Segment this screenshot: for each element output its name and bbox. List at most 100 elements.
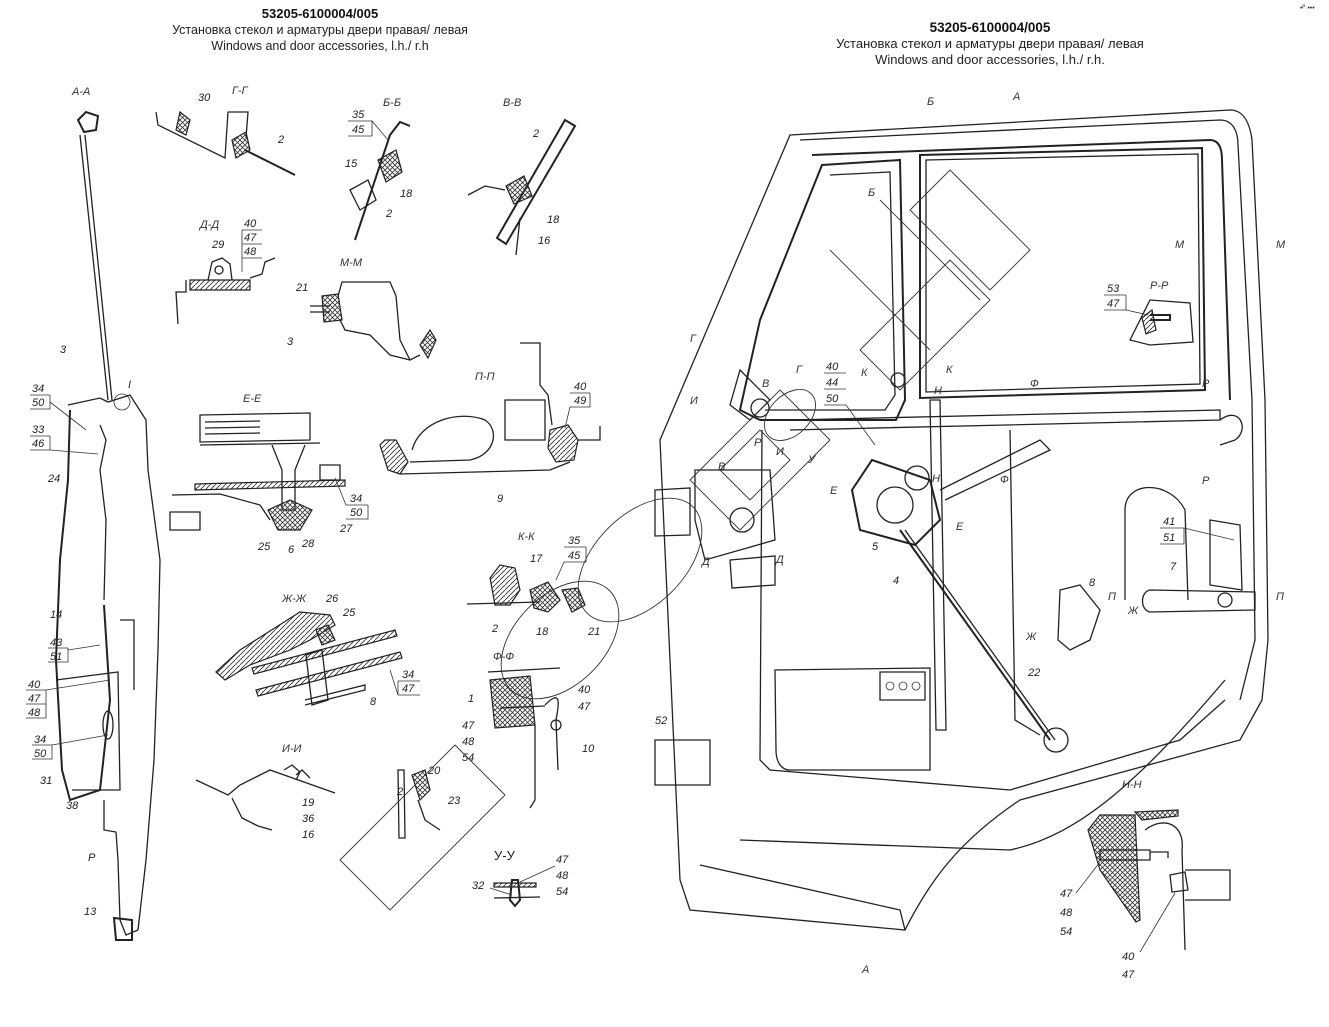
cut-mark: П	[1108, 591, 1116, 603]
section-dd: Д-Д 29 40 47 48	[175, 218, 276, 325]
callout: 20	[427, 765, 441, 777]
callout: 26	[325, 593, 339, 605]
section-ff: Ф-Ф 1 10 40 47 47 48 54	[462, 651, 595, 809]
section-rr: Р-Р 53 47	[1104, 280, 1194, 346]
door-callouts: 4 5 7 8 22 52 40 44 50 41 51	[655, 361, 1235, 727]
callout: 7	[1170, 561, 1177, 573]
cut-mark: В	[718, 461, 725, 473]
cut-mark: К	[861, 367, 868, 379]
callout: 50	[32, 397, 45, 409]
cut-mark: Р	[754, 437, 762, 449]
callout: 50	[34, 748, 47, 760]
callout: 54	[1060, 926, 1072, 938]
cut-mark: Б	[868, 187, 875, 199]
callout: 48	[244, 246, 257, 258]
callout: 34	[350, 493, 362, 505]
callout: 40	[578, 684, 591, 696]
callout: 50	[826, 393, 839, 405]
section-label: Ф-Ф	[493, 651, 514, 663]
callout: 2	[491, 623, 498, 635]
callout: 4	[893, 575, 899, 587]
section-uu: У-У 32 47 48 54	[472, 848, 569, 908]
callout: 45	[352, 124, 365, 136]
callout: 6	[288, 544, 295, 556]
callout: 3	[60, 344, 67, 356]
callout: 50	[350, 507, 363, 519]
callout: 47	[1060, 888, 1073, 900]
section-zhzh: Ж-Ж 26 25 8 34 47	[215, 593, 420, 708]
section-label: Д-Д	[198, 219, 219, 231]
cut-mark: Р	[1202, 475, 1210, 487]
cut-mark: Д	[700, 556, 710, 568]
cut-mark: М	[1276, 239, 1286, 251]
callout: 25	[257, 541, 271, 553]
callout: 3	[287, 336, 294, 348]
callout: 25	[342, 607, 356, 619]
callout: 31	[40, 775, 52, 787]
callout: 35	[568, 535, 581, 547]
section-kk: К-К 17 18 21 2 35 45	[466, 531, 600, 638]
section-label: Г-Г	[232, 85, 249, 97]
callout: 41	[1163, 516, 1175, 528]
callout: 34	[32, 383, 44, 395]
callout: 40	[244, 218, 257, 230]
callout: 40	[574, 381, 587, 393]
callout: 23	[447, 795, 461, 807]
callout: 10	[582, 743, 595, 755]
callout: 8	[370, 696, 377, 708]
callout: 47	[1107, 298, 1120, 310]
section-label: П-П	[475, 371, 495, 383]
callout: 36	[302, 813, 315, 825]
cut-mark: Б	[927, 96, 934, 108]
section-gg: Г-Г 30 2	[155, 85, 296, 176]
callout: 27	[339, 523, 353, 535]
callout: 51	[1163, 532, 1175, 544]
cut-mark: Ф	[1000, 474, 1009, 486]
cut-mark: Д	[774, 554, 784, 566]
callout: 54	[556, 886, 568, 898]
drawing-code: 53205-6100004/005	[929, 20, 1051, 35]
cut-mark: Н	[934, 385, 942, 397]
cut-mark: П	[1276, 591, 1284, 603]
section-label: К-К	[518, 531, 535, 543]
title-ru: Установка стекол и арматуры двери правая…	[836, 36, 1144, 51]
callout: 29	[211, 239, 224, 251]
callout: 17	[530, 553, 543, 565]
callout: 8	[1089, 577, 1096, 589]
callout: 40	[1122, 951, 1135, 963]
callout: 9	[497, 493, 503, 505]
header-right: 53205-6100004/005 Установка стекол и арм…	[790, 20, 1190, 68]
callout: P	[88, 852, 96, 864]
callout: 38	[66, 800, 79, 812]
section-label: И-И	[282, 743, 302, 755]
callout: 2	[385, 208, 392, 220]
section-label: Р-Р	[1150, 280, 1169, 292]
callout: 22	[1027, 667, 1040, 679]
cut-mark: Ф	[1030, 378, 1039, 390]
callout: 48	[28, 707, 41, 719]
callout: 2	[396, 786, 403, 798]
callout: 32	[472, 880, 484, 892]
corner-mark: •ᴾ •••	[1300, 5, 1315, 12]
cut-mark: К	[946, 364, 953, 376]
section-bb: Б-Б 35 45 15 18 2	[345, 97, 413, 241]
callout: 30	[198, 92, 211, 104]
section-label: У-У	[494, 848, 516, 863]
cut-mark: И	[690, 395, 698, 407]
cut-mark: Ж	[1127, 605, 1139, 617]
cut-mark: Е	[956, 521, 964, 533]
cut-mark: М	[1175, 239, 1185, 251]
section-aa: А-А 3 I 24 14 31 38 13 P 34 50 33 46 43 …	[26, 86, 161, 941]
callout: 2	[277, 134, 284, 146]
section-label: Б-Б	[383, 97, 401, 109]
section-label: А-А	[71, 86, 90, 98]
callout: 35	[352, 109, 365, 121]
callout: 48	[462, 736, 475, 748]
callout: I	[128, 379, 131, 391]
callout: 16	[302, 829, 315, 841]
section-label: Ж-Ж	[281, 593, 307, 605]
header-left: 53205-6100004/005 Установка стекол и арм…	[150, 6, 490, 54]
section-label: М-М	[340, 257, 363, 269]
section-ee: Е-Е 25 6 28 27 34 50	[169, 393, 369, 556]
callout: 2	[532, 128, 539, 140]
